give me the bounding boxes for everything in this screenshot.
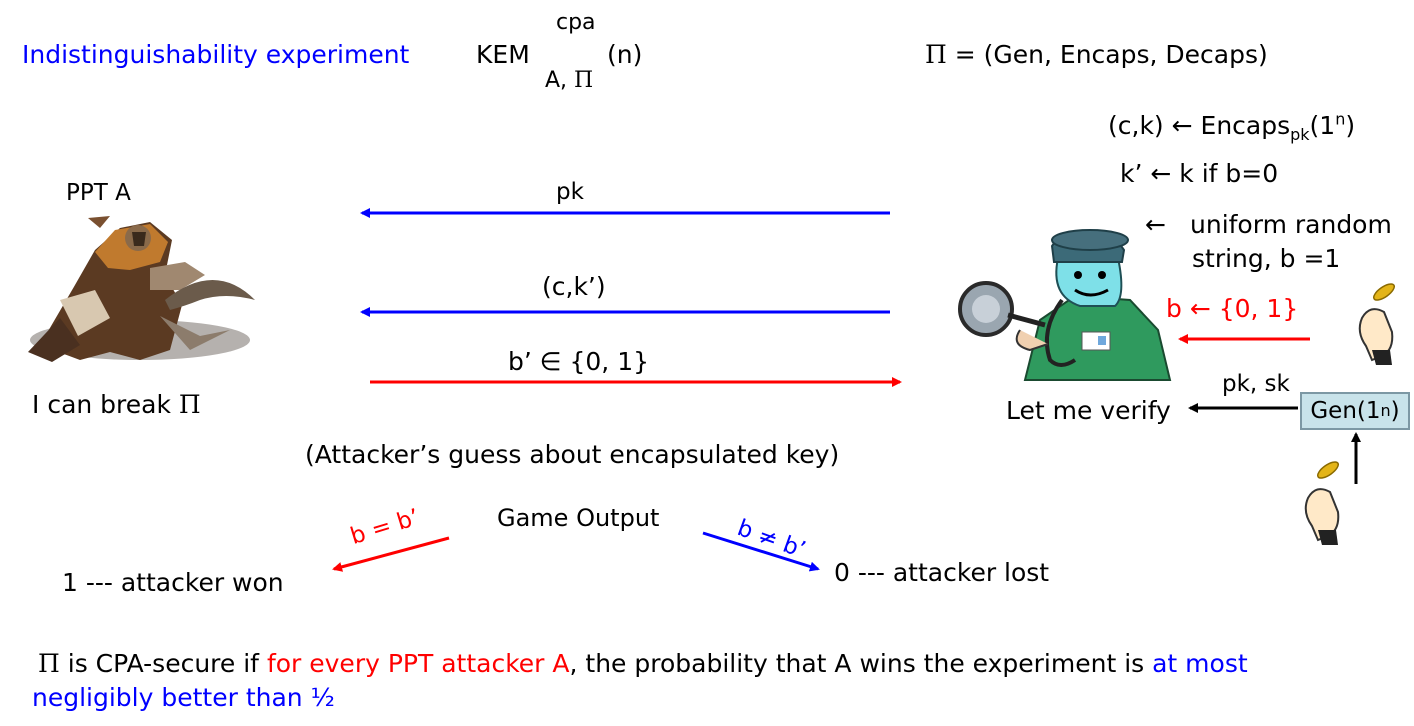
encaps-step: (c,k) ← Encapspk(1n)	[1108, 109, 1356, 144]
bit-choice: b ← {0, 1}	[1166, 294, 1299, 323]
coin-flip-hand-icon	[1358, 283, 1395, 365]
kem-label: KEM	[476, 40, 530, 69]
kem-superscript: cpa	[556, 10, 596, 35]
win-arrow	[332, 536, 450, 572]
kem-subscript: A, Π	[545, 68, 594, 93]
scheme-definition: Π = (Gen, Encaps, Decaps)	[925, 40, 1268, 69]
attacker-claim: I can break Π	[32, 390, 201, 419]
message-pk: pk	[556, 179, 584, 205]
win-label: 1 --- attacker won	[62, 568, 284, 597]
guess-note: (Attacker’s guess about encapsulated key…	[305, 440, 840, 469]
uniform-line-2: string, b =1	[1192, 244, 1341, 273]
definition-line-2: negligibly better than ½	[32, 683, 335, 712]
coin-flip-hand-icon	[1304, 461, 1340, 545]
kprime-step: k’ ← k if b=0	[1120, 159, 1279, 188]
lose-label: 0 --- attacker lost	[834, 558, 1050, 587]
attacker-label: PPT A	[66, 180, 131, 206]
game-output-title: Game Output	[497, 504, 660, 532]
uniform-line-1: uniform random	[1190, 210, 1392, 239]
verify-label: Let me verify	[1006, 396, 1171, 425]
definition-line-1: Π is CPA-secure if for every PPT attacke…	[38, 649, 1248, 678]
doctor-with-stethoscope-icon	[958, 229, 1172, 381]
message-ck: (c,k’)	[542, 272, 606, 301]
lose-arrow	[702, 531, 820, 572]
uniform-arrow: ←	[1145, 210, 1166, 239]
keys-label: pk, sk	[1222, 371, 1290, 397]
page-title: Indistinguishability experiment	[22, 40, 410, 69]
kem-arg: (n)	[607, 40, 643, 69]
armored-warrior-icon	[28, 216, 255, 362]
message-guess: b’ ∈ {0, 1}	[508, 347, 650, 376]
